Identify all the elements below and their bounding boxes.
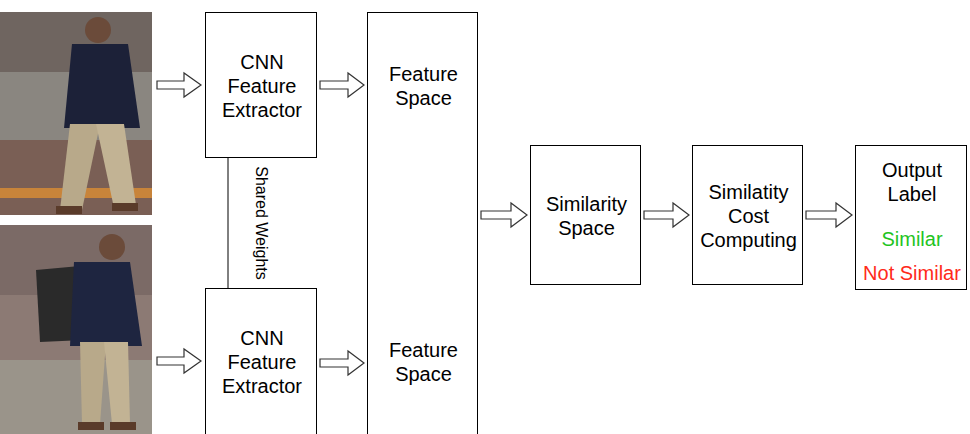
person-jacket [64,44,140,128]
feature-extractor-box: CNN Feature Extractor [205,12,317,158]
pedestrian-photo-bottom [0,225,152,434]
person-shoe [56,206,82,214]
similarity-space-box: Similarity Space [530,145,641,285]
connector-line [228,158,229,288]
person-head [85,17,111,43]
node-title: CNN Feature Extractor [206,326,318,398]
flow-arrow [320,73,364,97]
node-title: Similarity Space [531,192,642,240]
edge-label: Shared Weights [251,164,270,282]
node-title: Output Label [856,158,968,206]
pedestrian-photo-top [0,12,152,215]
feature-extractor-box: CNN Feature Extractor [205,288,317,434]
node-text: Similar [856,227,968,251]
flow-arrow [806,203,852,227]
person-shoe [78,422,104,430]
input-arrow [157,349,201,373]
input-arrow [157,73,201,97]
person-head [99,234,125,260]
person-shoe [112,203,138,211]
person-leg [104,342,130,424]
person-jacket [70,262,142,346]
photo-background [0,225,152,434]
cost-computing-box: Similatity Cost Computing [692,145,803,285]
person-leg [80,342,106,424]
person-leg [60,124,100,210]
node-title: CNN Feature Extractor [206,50,318,122]
output-label-box: Output LabelSimilarNot Similar [855,145,967,290]
flow-arrow [481,203,527,227]
node-title: Feature Space [368,62,479,110]
node-title: Similatity Cost Computing [693,180,804,252]
flow-arrow [320,351,364,375]
person-leg [96,124,136,208]
person-shoe [110,422,136,430]
node-text: Not Similar [856,261,968,285]
node-text: Feature Space [368,338,479,386]
photo-background [0,12,152,215]
feature-space-box: Feature SpaceFeature Space [367,12,478,434]
flow-arrow [644,203,689,227]
